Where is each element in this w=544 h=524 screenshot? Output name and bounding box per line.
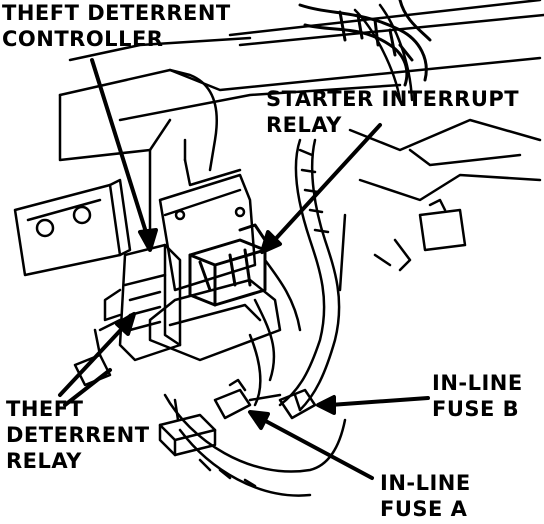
leader-arrows bbox=[58, 58, 430, 480]
label-theft-deterrent-relay: THEFT DETERRENT RELAY bbox=[6, 396, 150, 474]
inline-fuse-b-body bbox=[278, 388, 317, 420]
label-theft-deterrent-controller: THEFT DETERRENT CONTROLLER bbox=[2, 0, 231, 52]
theft-deterrent-controller-box bbox=[103, 243, 182, 362]
label-line: FUSE B bbox=[432, 397, 520, 421]
label-line: FUSE A bbox=[380, 497, 468, 521]
right-bracket bbox=[338, 118, 542, 292]
label-line: RELAY bbox=[6, 449, 82, 473]
label-line: IN-LINE bbox=[380, 471, 471, 495]
theft-deterrent-relay-body bbox=[158, 398, 217, 457]
label-line: IN-LINE bbox=[432, 371, 523, 395]
label-line: THEFT bbox=[6, 397, 84, 421]
label-starter-interrupt-relay: STARTER INTERRUPT RELAY bbox=[266, 86, 519, 138]
label-line: THEFT DETERRENT bbox=[2, 1, 231, 25]
starter-interrupt-relay-body bbox=[188, 223, 267, 307]
label-line: CONTROLLER bbox=[2, 27, 164, 51]
label-line: DETERRENT bbox=[6, 423, 150, 447]
mounting-plate bbox=[148, 158, 282, 362]
label-inline-fuse-a: IN-LINE FUSE A bbox=[380, 470, 471, 522]
label-line: RELAY bbox=[266, 113, 342, 137]
label-line: STARTER INTERRUPT bbox=[266, 87, 520, 111]
wire-harness bbox=[163, 138, 347, 497]
wire-loom-top bbox=[298, 0, 432, 87]
inline-fuse-a-body bbox=[213, 378, 282, 420]
label-inline-fuse-b: IN-LINE FUSE B bbox=[432, 370, 523, 422]
